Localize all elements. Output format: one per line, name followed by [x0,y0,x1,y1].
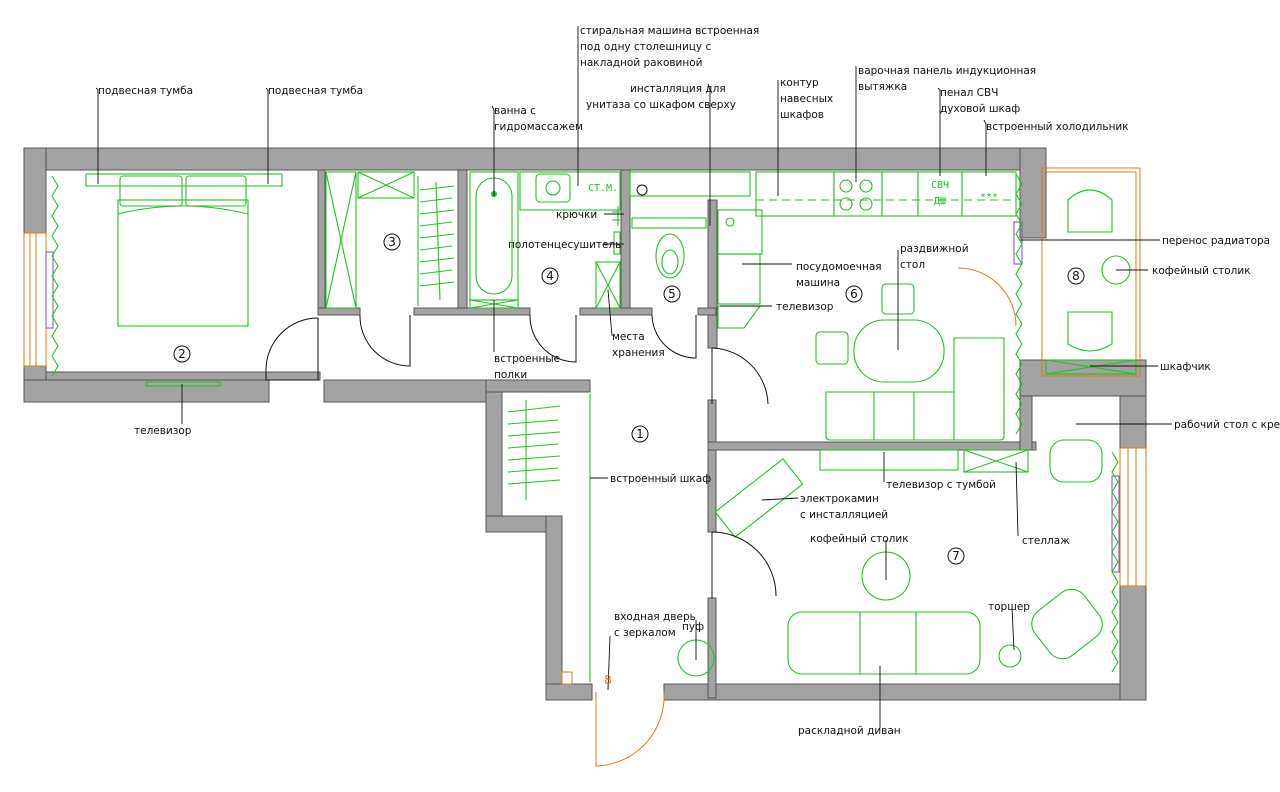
label-built-in-shelves: встроенные [494,353,560,365]
label-sofa: раскладной диван [798,725,901,737]
label-wardrobe: встроенный шкаф [610,473,711,485]
label-desk: рабочий стол с креслом [1174,419,1280,431]
label-entry-door: с зеркалом [614,627,676,639]
label-coffee-table-balcony: кофейный столик [1152,265,1251,277]
walls [23,147,1147,701]
label-hob: вытяжка [858,81,907,93]
kitchen [717,171,1017,441]
curtains [51,173,1119,673]
room-numbers: 2 3 4 5 6 8 1 7 8 [173,233,1085,687]
label-sliding-table: раздвижной [900,243,969,255]
room-3-number: 3 [388,235,396,249]
doors [265,267,1017,767]
label-pencil-case: пенал СВЧ [940,87,998,99]
label-coffee-table-living: кофейный столик [810,533,909,545]
label-washer: накладной раковиной [580,57,703,69]
appliance-marks: СТ.М. СВЧ ДШ *** [588,180,998,207]
label-bathtub: гидромассажем [494,121,583,133]
label-nightstand-right: подвесная тумба [268,85,363,97]
room-2-number: 2 [178,347,186,361]
entry-mark: 8 [604,673,612,687]
leader-lines [95,26,1172,728]
label-hooks: крючки [556,209,597,221]
label-cabinets: шкафов [780,109,824,121]
label-cupboard: шкафчик [1160,361,1211,373]
living-room [714,439,1103,675]
room-8-number: 8 [1072,269,1080,283]
room-6-number: 6 [850,287,858,301]
washer-mark: СТ.М. [588,183,618,194]
label-storage: места [612,331,645,343]
label-tv-stand: телевизор с тумбой [886,479,996,491]
bedroom [85,173,283,387]
label-floor-lamp: торшер [988,601,1030,613]
room-5-number: 5 [668,287,676,301]
label-washer: стиральная машина встроенная [580,25,759,37]
label-pouf: пуф [682,621,704,633]
windows [23,167,1147,587]
label-cabinets: контур [780,77,819,89]
label-pencil-case: духовой шкаф [940,103,1020,115]
microwave-mark: СВЧ [931,180,949,191]
label-built-in-shelves: полки [494,369,527,381]
fridge-mark: *** [980,192,998,203]
label-sliding-table: стол [900,259,925,271]
balcony [1045,189,1137,375]
label-fireplace: электрокамин [800,493,879,505]
label-fridge: встроенный холодильник [986,121,1129,133]
room-1-number: 1 [636,427,644,441]
label-storage: хранения [612,347,665,359]
label-tv-kitchen: телевизор [776,301,834,313]
label-fireplace: с инсталляцией [800,509,888,521]
dressing-room [325,171,455,309]
label-bathtub: ванна с [494,105,536,117]
label-washer: под одну столешницу с [580,41,711,53]
label-nightstand-left: подвесная тумба [98,85,193,97]
room-7-number: 7 [952,549,960,563]
label-tv-bedroom: телевизор [134,425,192,437]
corridor [507,394,715,685]
room-4-number: 4 [546,269,554,283]
label-toilet: инсталляция для [630,83,726,95]
label-hob: варочная панель индукционная [858,65,1036,77]
label-toilet: унитаза со шкафом сверху [586,99,736,111]
label-cabinets: навесных [780,93,833,105]
label-towel-dryer: полотенцесушитель [508,239,621,251]
label-dishwasher: посудомоечная [796,261,882,273]
label-entry-door: входная дверь [614,611,696,623]
oven-mark: ДШ [934,196,946,207]
wc [595,171,751,309]
label-shelving: стеллаж [1022,535,1070,547]
labels: подвесная тумба подвесная тумба ванна с … [98,25,1280,737]
label-radiator: перенос радиатора [1162,235,1270,247]
label-dishwasher: машина [796,277,840,289]
